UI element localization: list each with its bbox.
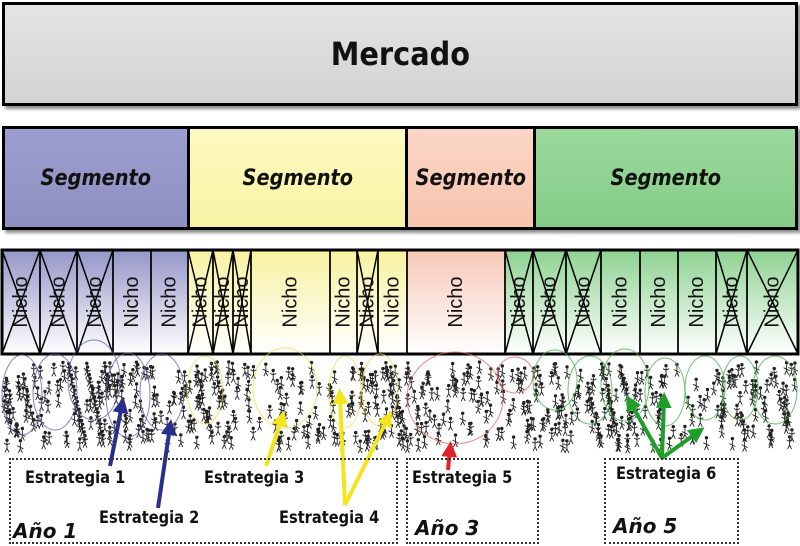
year-1-box bbox=[9, 458, 398, 544]
strategy-1-arrow bbox=[108, 397, 129, 467]
target-ellipse bbox=[186, 355, 224, 425]
target-ellipse bbox=[32, 353, 78, 431]
target-ellipse bbox=[532, 349, 578, 411]
target-ellipse bbox=[684, 355, 726, 421]
target-ellipse bbox=[600, 348, 650, 422]
niche-cross-line bbox=[746, 249, 799, 355]
niche-cross-line bbox=[76, 249, 114, 355]
niche-label: Nicho bbox=[159, 276, 181, 327]
niche-cross-line bbox=[232, 249, 252, 355]
strategy-6-arrow bbox=[660, 427, 705, 460]
target-ellipse bbox=[105, 352, 151, 438]
year-5-box bbox=[604, 458, 739, 544]
niche-cross-line bbox=[532, 249, 567, 355]
segment-4-label: Segmento bbox=[610, 165, 721, 191]
niche-label: Nicho bbox=[10, 276, 32, 327]
market-label: Mercado bbox=[330, 35, 470, 73]
niche-label: Nicho bbox=[610, 276, 632, 327]
niche-label: Nicho bbox=[121, 276, 143, 327]
niche-label: Nicho bbox=[721, 276, 743, 327]
niche-label: Nicho bbox=[382, 276, 404, 327]
niche-cross-line bbox=[715, 249, 748, 355]
strategy-6-arrow bbox=[626, 395, 664, 459]
niche-label: Nicho bbox=[762, 276, 784, 327]
segment-2-label: Segmento bbox=[242, 165, 353, 191]
target-ellipse bbox=[752, 355, 798, 425]
segment-4: Segmento bbox=[533, 126, 798, 230]
niche-cross-line bbox=[39, 249, 78, 355]
niche-label: Nicho bbox=[333, 276, 355, 327]
year-3-label: Año 3 bbox=[415, 516, 480, 540]
niche-label: Nicho bbox=[84, 276, 106, 327]
target-ellipse bbox=[721, 355, 759, 421]
strategy-4-label: Estrategia 4 bbox=[279, 508, 380, 528]
niche-cross-line bbox=[356, 249, 379, 355]
niche-label: Nicho bbox=[445, 276, 467, 327]
segment-1: Segmento bbox=[2, 126, 190, 230]
strategy-6-label: Estrategia 6 bbox=[616, 464, 717, 484]
year-1-label: Año 1 bbox=[13, 519, 78, 543]
niche-cross-line bbox=[504, 249, 534, 355]
strategy-5-label: Estrategia 5 bbox=[412, 468, 513, 488]
niche-cross-line bbox=[212, 249, 234, 355]
year-5-label: Año 5 bbox=[613, 514, 678, 538]
strategy-3-label: Estrategia 3 bbox=[204, 468, 305, 488]
target-ellipse bbox=[139, 353, 185, 431]
niche-label: Nicho bbox=[539, 276, 561, 327]
niche-label: Nicho bbox=[48, 276, 70, 327]
crowd bbox=[0, 360, 799, 454]
niche-cross-line bbox=[187, 249, 214, 355]
strategy-2-label: Estrategia 2 bbox=[99, 508, 200, 528]
niche-label: Nicho bbox=[212, 276, 234, 327]
target-ellipse bbox=[567, 355, 613, 425]
niche-label: Nicho bbox=[190, 276, 212, 327]
niche-cell: Nicho bbox=[39, 249, 78, 355]
niche-label: Nicho bbox=[231, 276, 253, 327]
strategy-4-arrow bbox=[343, 410, 392, 506]
segment-3-label: Segmento bbox=[415, 165, 526, 191]
year-3-box bbox=[406, 458, 539, 544]
niche-cross-line bbox=[565, 249, 602, 355]
strategy-4-arrow bbox=[332, 388, 349, 506]
target-ellipse bbox=[328, 355, 362, 429]
niche-label: Nicho bbox=[648, 276, 670, 327]
strategy-2-arrow bbox=[156, 419, 177, 509]
strategy-6-arrow bbox=[655, 392, 672, 459]
target-ellipse bbox=[1, 354, 43, 436]
niche-cell: Nicho bbox=[231, 249, 253, 355]
niche-label: Nicho bbox=[573, 276, 595, 327]
niche-cell: Nicho bbox=[212, 249, 234, 355]
niche-label: Nicho bbox=[357, 276, 379, 327]
niche-label: Nicho bbox=[508, 276, 530, 327]
strategy-1-label: Estrategia 1 bbox=[25, 468, 126, 488]
segment-1-label: Segmento bbox=[40, 165, 152, 191]
target-ellipse bbox=[67, 339, 121, 421]
niche-label: Nicho bbox=[686, 276, 708, 327]
niche-label: Nicho bbox=[280, 276, 302, 327]
target-ellipse bbox=[406, 351, 504, 445]
niche-cross-line bbox=[1, 249, 41, 355]
market-box: Mercado bbox=[2, 2, 798, 106]
segment-3: Segmento bbox=[405, 126, 536, 230]
